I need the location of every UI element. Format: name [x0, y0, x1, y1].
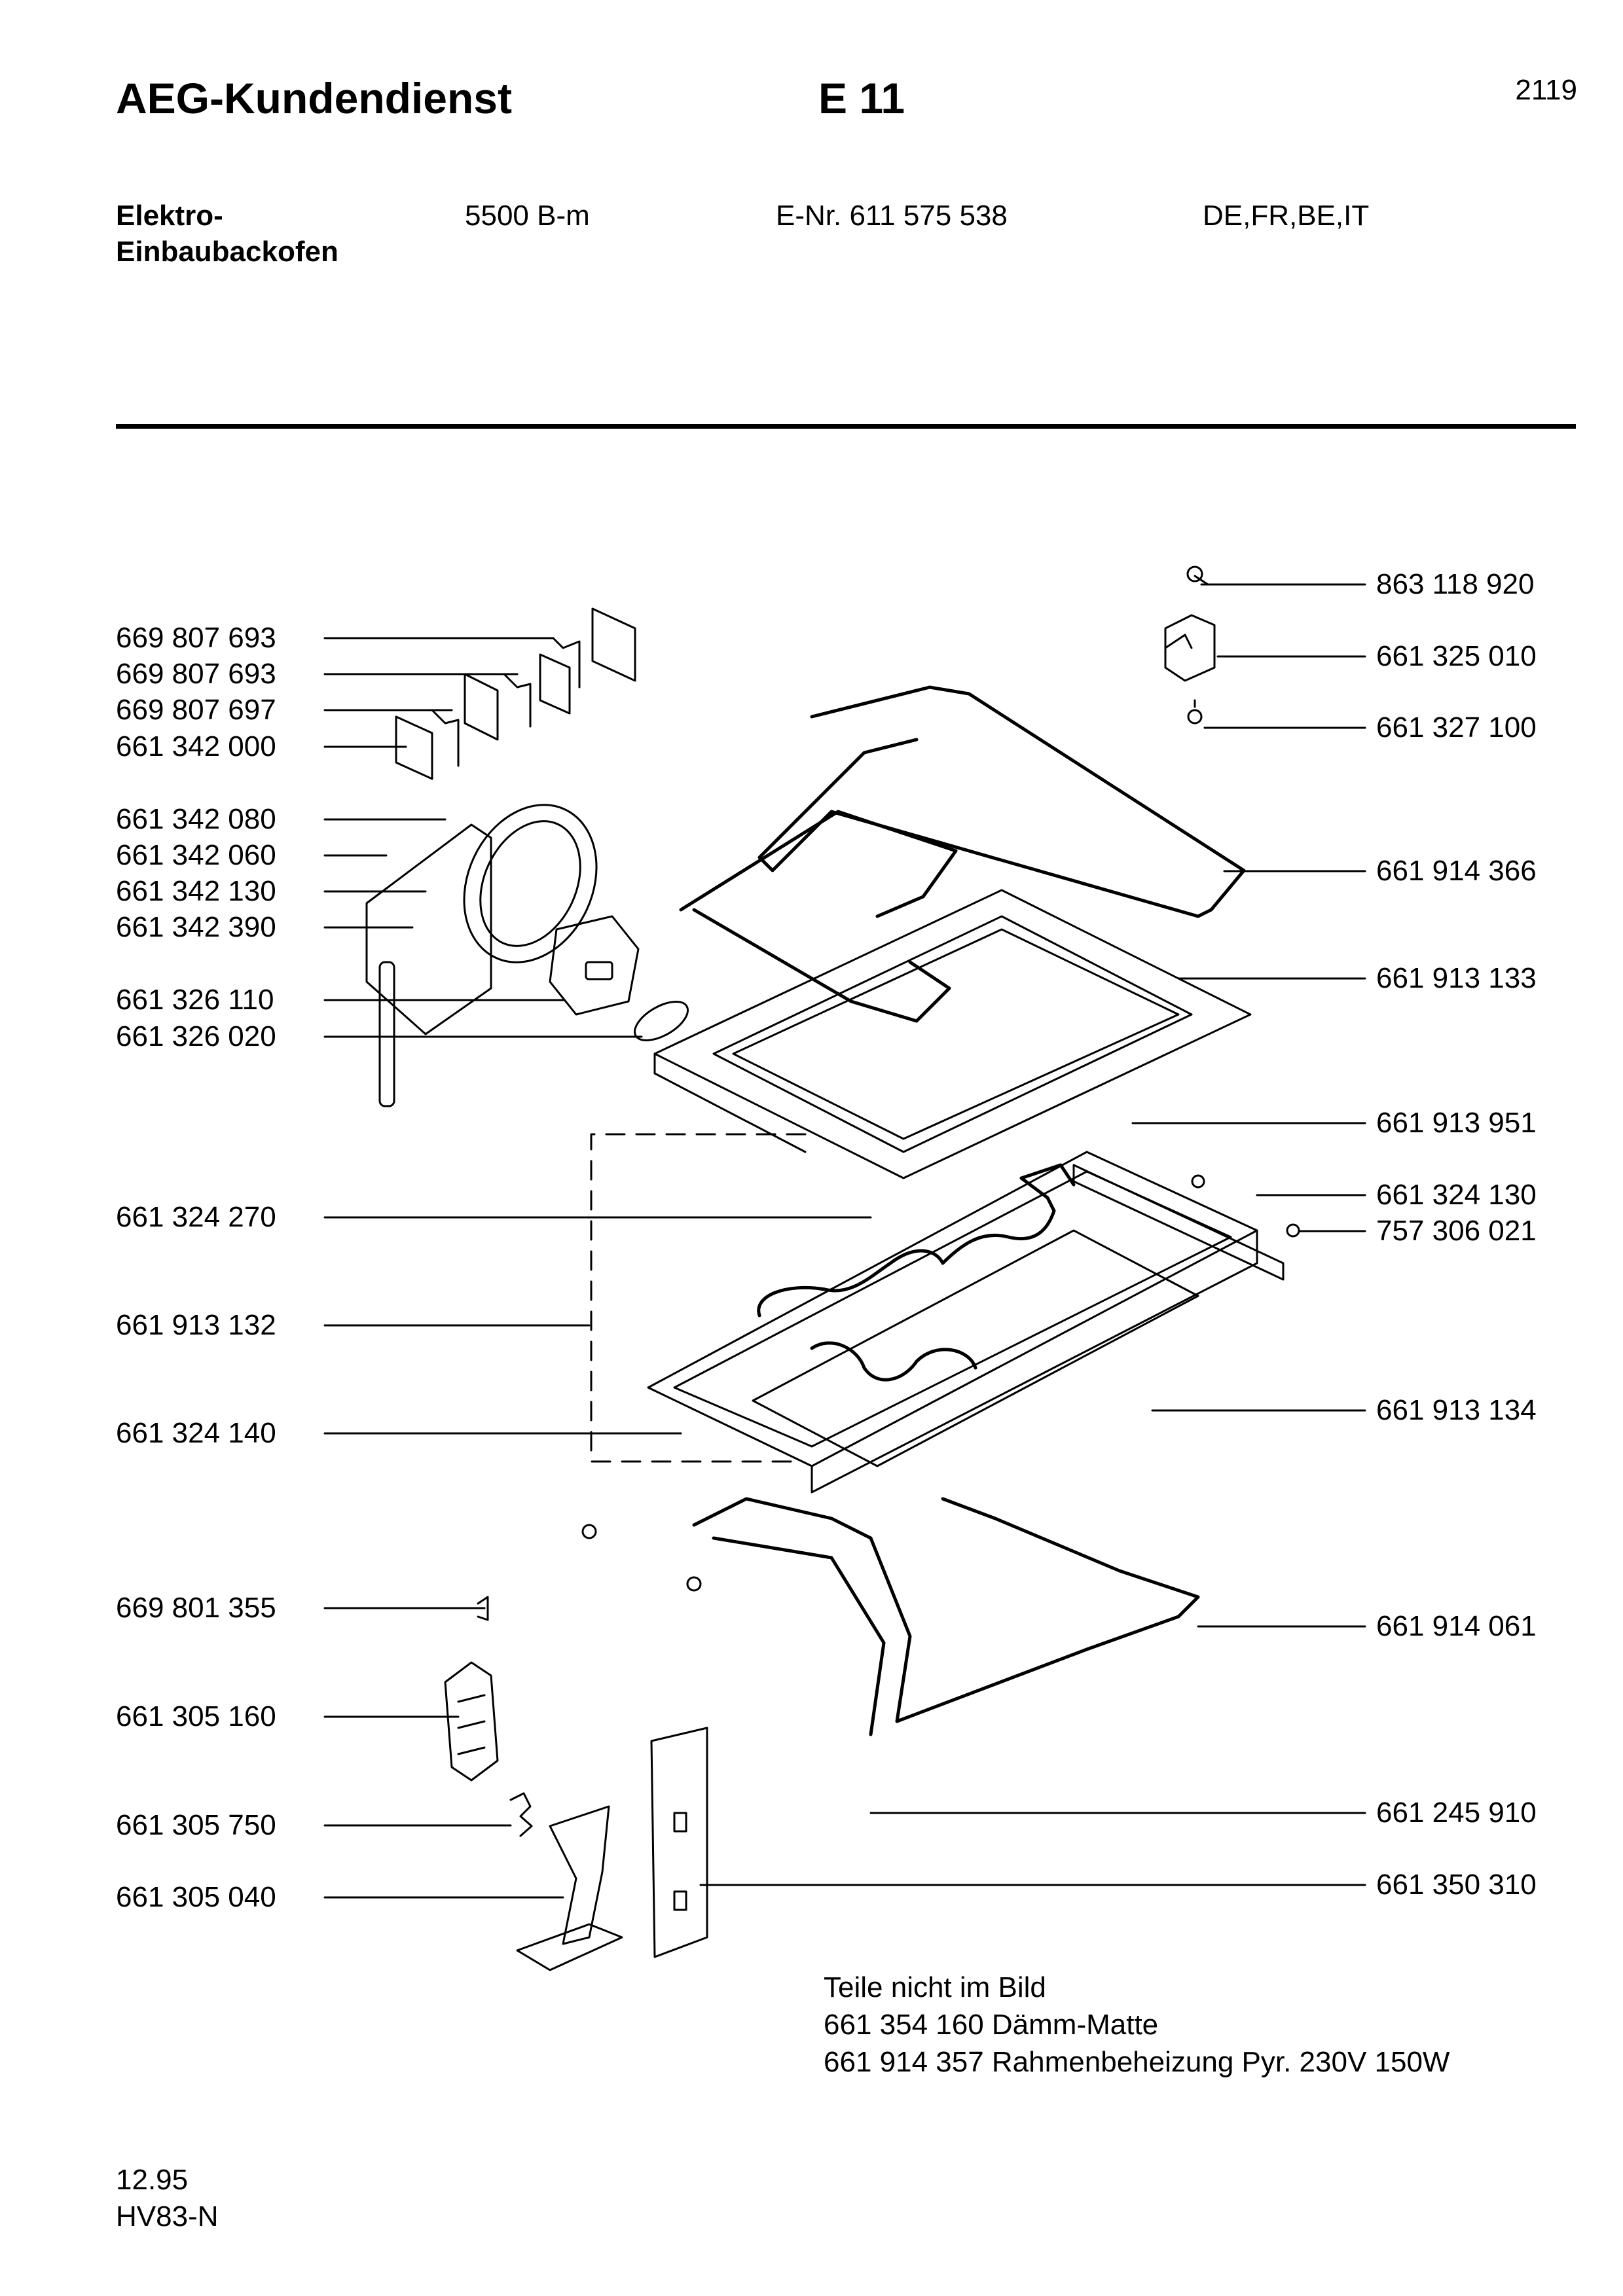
relay-switches: [395, 607, 636, 780]
part-label-right: 661 913 951: [1376, 1107, 1537, 1139]
part-label-left: 661 913 132: [116, 1309, 276, 1341]
product-model: 5500 B-m: [465, 200, 590, 232]
product-type-line2: Einbaubackofen: [116, 236, 338, 268]
part-label-right: 661 913 133: [1376, 962, 1537, 994]
part-label-right: 661 913 134: [1376, 1394, 1537, 1426]
leader-lines-right: [699, 575, 1366, 1886]
part-label-left: 661 326 020: [116, 1020, 276, 1052]
notes-line: 661 354 160 Dämm-Matte: [824, 2009, 1159, 2041]
small-fasteners: [477, 1174, 1300, 1621]
part-label-left: 661 342 080: [116, 803, 276, 835]
coiled-heating-element: [757, 1163, 1076, 1382]
part-label-right: 661 325 010: [1376, 640, 1537, 672]
part-label-right: 661 327 100: [1376, 711, 1537, 744]
product-countries: DE,FR,BE,IT: [1203, 200, 1370, 232]
part-label-right: 661 914 061: [1376, 1610, 1537, 1642]
part-label-left: 661 342 130: [116, 875, 276, 907]
page-number: 2119: [1515, 74, 1577, 106]
part-label-left: 669 807 693: [116, 658, 276, 690]
side-rail: [1072, 1164, 1285, 1281]
model-code: E 11: [818, 74, 905, 122]
part-label-right: 661 245 910: [1376, 1797, 1537, 1829]
lower-heating-tray: [647, 1151, 1258, 1494]
product-type-line1: Elektro-: [116, 200, 223, 232]
thermostat-parts: [1164, 565, 1216, 725]
spring-support: [509, 1792, 623, 1971]
footer-block: 12.95 HV83-N: [116, 2162, 219, 2235]
part-label-right: 661 350 310: [1376, 1869, 1537, 1901]
brand-title: AEG-Kundendienst: [116, 74, 512, 122]
footer-code: HV83-N: [116, 2200, 219, 2233]
part-label-left: 661 326 110: [116, 984, 274, 1016]
part-label-left: 661 305 750: [116, 1809, 276, 1841]
part-label-right: 661 914 366: [1376, 855, 1537, 887]
switch-bracket: [365, 804, 689, 1107]
top-heating-element: [679, 685, 1246, 1023]
part-label-left: 661 342 060: [116, 839, 276, 871]
notes-block: Teile nicht im Bild 661 354 160 Dämm-Mat…: [824, 1969, 1450, 2081]
part-label-right: 661 324 130: [1376, 1179, 1537, 1211]
product-enr: E-Nr. 611 575 538: [776, 200, 1008, 232]
dashed-bracket: [590, 1133, 807, 1463]
part-label-left: 661 342 000: [116, 730, 276, 762]
upper-reflector-tray: [653, 889, 1252, 1179]
part-label-right: 863 118 920: [1376, 568, 1535, 600]
part-label-left: 661 324 270: [116, 1201, 276, 1233]
bottom-heating-element: [692, 1497, 1200, 1736]
leader-lines-left: [323, 637, 872, 1899]
vertical-bracket: [650, 1727, 708, 1958]
header-rule: [116, 424, 1576, 429]
part-label-left: 661 305 040: [116, 1881, 276, 1913]
notes-heading: Teile nicht im Bild: [824, 1971, 1046, 2003]
notes-line: 661 914 357 Rahmenbeheizung Pyr. 230V 15…: [824, 2046, 1450, 2078]
terminal-block: [444, 1661, 499, 1782]
part-label-left: 661 342 390: [116, 911, 276, 943]
footer-date: 12.95: [116, 2164, 189, 2196]
part-label-left: 669 807 697: [116, 694, 276, 726]
part-label-left: 669 807 693: [116, 622, 276, 654]
part-label-left: 661 324 140: [116, 1417, 276, 1449]
part-label-right: 757 306 021: [1376, 1215, 1537, 1247]
part-label-left: 669 801 355: [116, 1592, 276, 1624]
part-label-left: 661 305 160: [116, 1700, 276, 1732]
